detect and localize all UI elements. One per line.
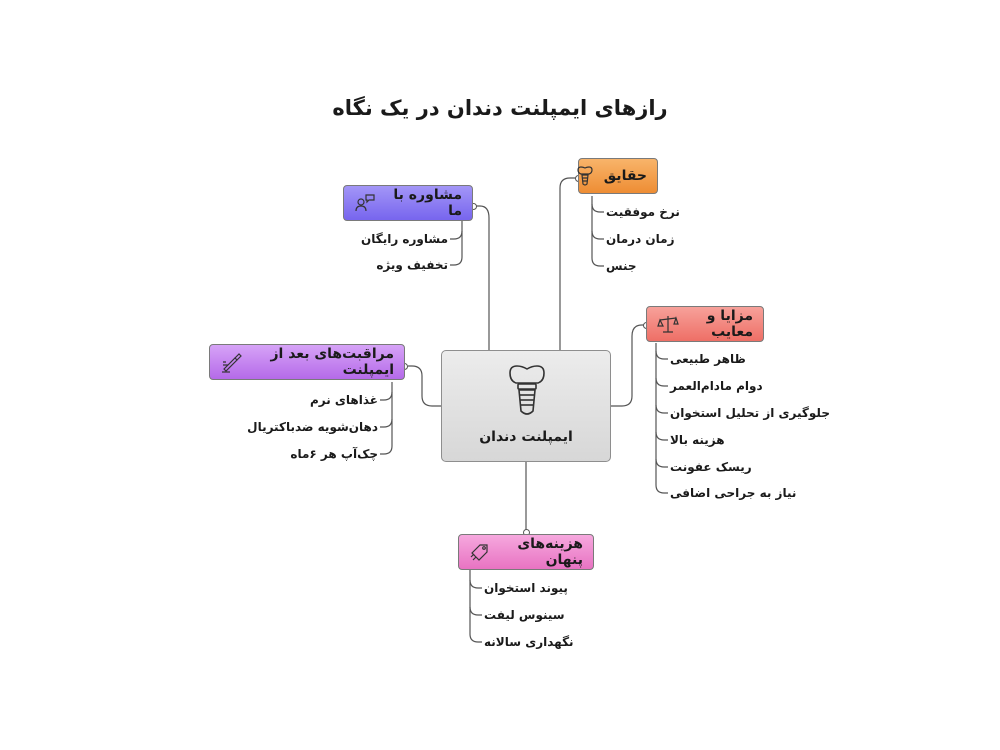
leaf-item: دوام مادام‌العمر bbox=[670, 379, 763, 393]
branch-mazaya[interactable]: مزایا و معایب bbox=[646, 306, 764, 342]
leaf-item: نرخ موفقیت bbox=[606, 205, 680, 219]
leaf-item: غذاهای نرم bbox=[309, 393, 378, 407]
leaf-item: زمان درمان bbox=[606, 232, 675, 246]
leaf-item: مشاوره رایگان bbox=[360, 232, 448, 246]
branch-label: حقایق bbox=[603, 168, 647, 184]
leaf-item: نیاز به جراحی اضافی bbox=[670, 486, 797, 500]
leaf-item: جلوگیری از تحلیل استخوان bbox=[670, 406, 830, 420]
branch-label: هزینه‌های پنهان bbox=[517, 536, 583, 568]
leaf-item: تخفیف ویژه bbox=[376, 258, 448, 272]
branch-label: مزایا و معایب bbox=[706, 308, 753, 340]
scale-icon bbox=[657, 316, 679, 333]
branch-label: مشاوره با ما bbox=[393, 187, 462, 219]
consultant-icon bbox=[355, 194, 375, 212]
branch-label: مراقبت‌های بعد از ایمپلنت bbox=[270, 346, 394, 378]
leaf-item: سینوس لیفت bbox=[484, 608, 565, 622]
leaf-item: پیوند استخوان bbox=[484, 581, 568, 595]
branch-moshavere[interactable]: مشاوره با ما bbox=[343, 185, 473, 221]
leaf-item: ریسک عفونت bbox=[670, 460, 752, 474]
money-tag-icon bbox=[470, 544, 488, 561]
branch-hazine[interactable]: هزینه‌های پنهان bbox=[458, 534, 594, 570]
leaf-item: نگهداری سالانه bbox=[484, 635, 574, 649]
leaf-item: هزینه بالا bbox=[670, 433, 725, 447]
branch-moraghebat[interactable]: مراقبت‌های بعد از ایمپلنت bbox=[209, 344, 405, 380]
center-label: ایمپلنت دندان bbox=[479, 429, 573, 445]
center-node[interactable]: ایمپلنت دندان bbox=[441, 350, 611, 462]
leaf-item: چک‌آپ هر ۶ماه bbox=[290, 447, 378, 461]
dental-implant-icon bbox=[509, 365, 545, 415]
page-title: رازهای ایمپلنت دندان در یک نگاه bbox=[332, 96, 668, 120]
brush-icon bbox=[222, 353, 242, 373]
branch-haghayegh[interactable]: حقایق bbox=[577, 158, 658, 194]
dental-implant-icon bbox=[577, 166, 593, 186]
leaf-item: ظاهر طبیعی bbox=[670, 352, 746, 366]
leaf-item: جنس bbox=[606, 259, 637, 273]
leaf-item: دهان‌شویه ضدباکتریال bbox=[247, 420, 378, 434]
